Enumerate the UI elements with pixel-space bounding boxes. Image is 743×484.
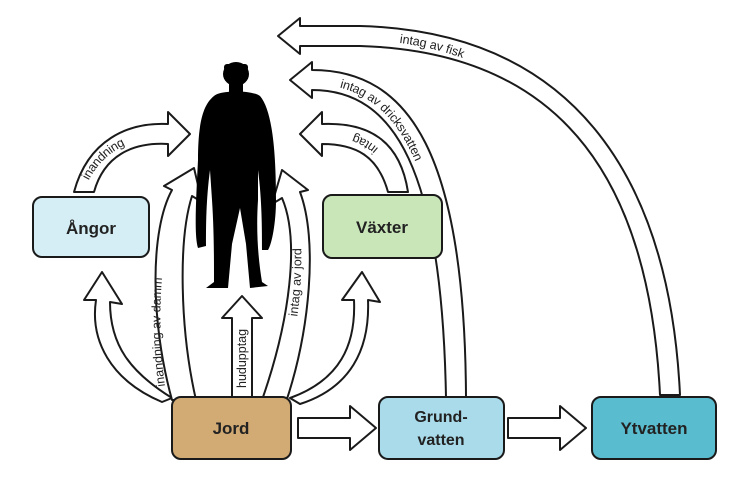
person-silhouette-icon bbox=[195, 62, 276, 288]
arrow-intag-av-jord: intag av jord bbox=[261, 169, 311, 403]
box-angor-bg bbox=[32, 196, 150, 258]
box-ytvatten: Ytvatten bbox=[591, 396, 717, 460]
box-vaxter-bg bbox=[322, 194, 443, 259]
box-grundvatten-label-1: Grund- bbox=[414, 409, 467, 426]
arrow-label-hudupptag: hudupptag bbox=[235, 329, 249, 388]
box-grundvatten: Grund- vatten bbox=[378, 396, 505, 460]
svg-text:inandning: inandning bbox=[79, 135, 127, 182]
svg-text:inandning av damm: inandning av damm bbox=[149, 277, 168, 388]
arrow-jord-to-vaxter bbox=[289, 271, 381, 405]
svg-text:intag av jord: intag av jord bbox=[286, 248, 304, 317]
box-jord: Jord bbox=[171, 396, 292, 460]
box-jord-label: Jord bbox=[213, 419, 250, 438]
arrow-grundvatten-to-ytvatten bbox=[507, 405, 587, 451]
arrow-hudupptag: hudupptag bbox=[221, 295, 263, 399]
box-vaxter-label: Växter bbox=[356, 218, 408, 237]
box-angor-label: Ångor bbox=[66, 219, 116, 238]
box-grundvatten-bg bbox=[378, 396, 505, 460]
box-vaxter: Växter bbox=[322, 194, 443, 259]
arrow-jord-to-angor bbox=[83, 271, 173, 403]
box-angor: Ångor bbox=[32, 196, 150, 258]
box-jord-bg bbox=[171, 396, 292, 460]
arrow-label-inandning: inandning bbox=[79, 135, 127, 182]
arrow-jord-to-grundvatten bbox=[297, 405, 377, 451]
arrow-label-inandning-av-damm: inandning av damm bbox=[149, 277, 168, 388]
arrow-label-intag-av-jord: intag av jord bbox=[286, 248, 304, 317]
box-ytvatten-bg bbox=[591, 396, 717, 460]
box-grundvatten-label-2: vatten bbox=[417, 432, 464, 449]
box-ytvatten-label: Ytvatten bbox=[620, 419, 687, 438]
arrow-inandning-av-damm: inandning av damm bbox=[149, 167, 203, 401]
